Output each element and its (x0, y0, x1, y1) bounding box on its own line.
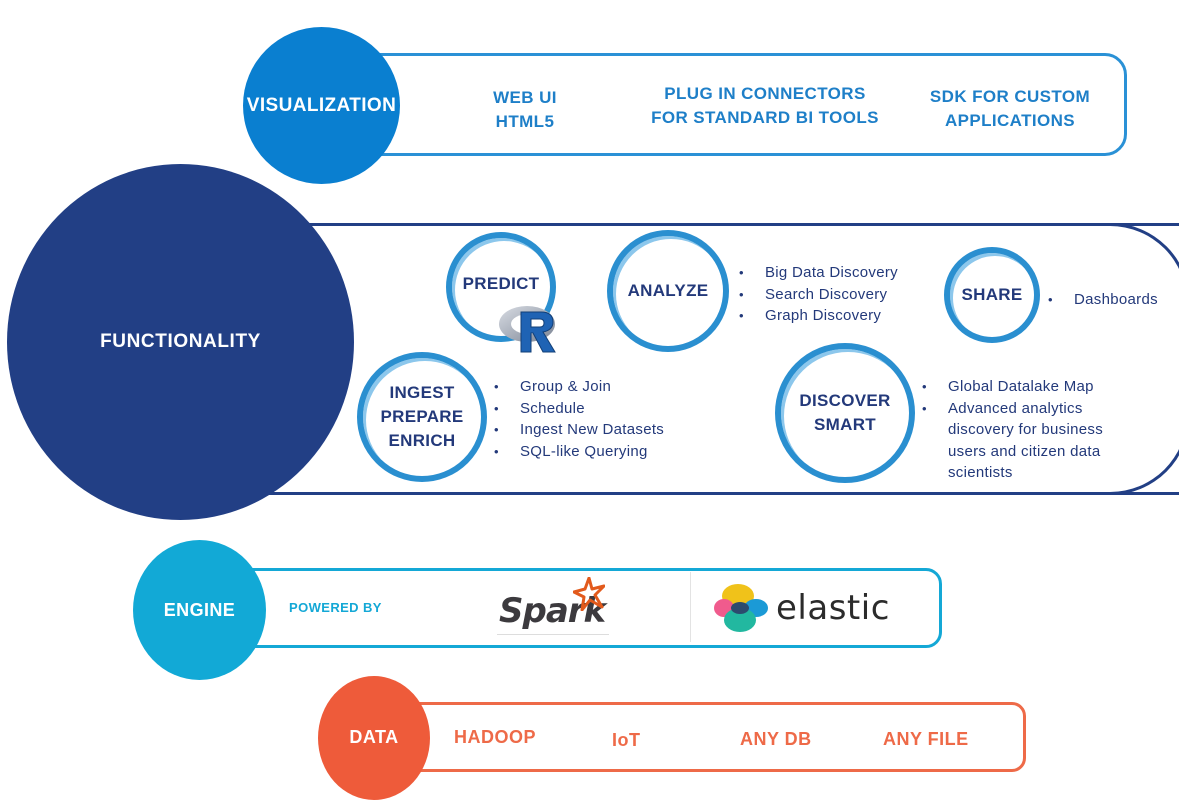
visualization-item-line: FOR STANDARD BI TOOLS (651, 108, 879, 127)
list-item: Ingest New Datasets (494, 419, 734, 441)
list-item: Search Discovery (739, 284, 939, 306)
visualization-item-line: WEB UI (493, 88, 557, 107)
engine-label: ENGINE (163, 599, 236, 620)
data-item-iot: IoT (612, 730, 641, 750)
ingest-label-line: INGEST (389, 383, 455, 402)
powered-by-label: POWERED BY (289, 600, 382, 615)
discover-label-line: SMART (814, 415, 876, 434)
visualization-item-line: APPLICATIONS (944, 111, 1076, 130)
elastic-logo-icon (714, 584, 768, 632)
predict-label: PREDICT (462, 274, 540, 293)
elastic-logo: elastic (712, 582, 892, 636)
spark-star-icon (573, 577, 605, 611)
spark-logo: Spark (497, 577, 609, 635)
visualization-item-line: SDK FOR CUSTOM (929, 87, 1091, 106)
data-label: DATA (349, 727, 399, 747)
spark-logo-text: Spark (499, 591, 606, 631)
visualization-item-line: HTML5 (495, 112, 555, 131)
ingest-label-line: ENRICH (388, 431, 456, 450)
data-item-hadoop: HADOOP (454, 727, 537, 747)
functionality-label: FUNCTIONALITY (100, 331, 261, 352)
list-item: Schedule (494, 398, 734, 420)
analyze-circle: ANALYZE (607, 230, 729, 352)
discover-bullets: Global Datalake Map Advanced analytics d… (922, 376, 1142, 484)
visualization-label: VISUALIZATION (246, 94, 397, 116)
visualization-panel (300, 53, 1127, 156)
ingest-label-line: PREPARE (380, 407, 464, 426)
data-panel (385, 702, 1026, 772)
ingest-circle: INGEST PREPARE ENRICH (357, 352, 487, 482)
list-item: Group & Join (494, 376, 734, 398)
visualization-item-line: PLUG IN CONNECTORS (664, 84, 866, 103)
analyze-bullets: Big Data Discovery Search Discovery Grap… (739, 262, 939, 327)
analyze-label: ANALYZE (627, 281, 709, 300)
elastic-logo-text: elastic (776, 588, 890, 628)
visualization-item-web-ui: WEB UI HTML5 (455, 86, 595, 134)
visualization-item-sdk: SDK FOR CUSTOM APPLICATIONS (905, 85, 1115, 133)
ingest-bullets: Group & Join Schedule Ingest New Dataset… (494, 376, 734, 462)
data-circle (318, 676, 430, 800)
data-item-any-file: ANY FILE (883, 729, 969, 749)
engine-circle: ENGINE (133, 540, 266, 680)
list-item: Graph Discovery (739, 305, 939, 327)
list-item: SQL-like Querying (494, 441, 734, 463)
list-item: Advanced analytics discovery for busines… (922, 398, 1142, 484)
discover-label-line: DISCOVER (799, 391, 891, 410)
data-item-any-db: ANY DB (740, 729, 812, 749)
list-item: Dashboards (1048, 289, 1178, 311)
visualization-item-connectors: PLUG IN CONNECTORS FOR STANDARD BI TOOLS (620, 82, 910, 130)
r-logo-icon (497, 300, 565, 354)
share-circle: SHARE (944, 247, 1040, 343)
share-label: SHARE (961, 285, 1023, 304)
list-item: Global Datalake Map (922, 376, 1142, 398)
logo-divider (690, 572, 691, 642)
functionality-circle: FUNCTIONALITY (7, 164, 354, 520)
visualization-circle: VISUALIZATION (243, 27, 400, 184)
list-item: Big Data Discovery (739, 262, 939, 284)
share-bullets: Dashboards (1048, 289, 1178, 311)
discover-circle: DISCOVER SMART (775, 343, 915, 483)
